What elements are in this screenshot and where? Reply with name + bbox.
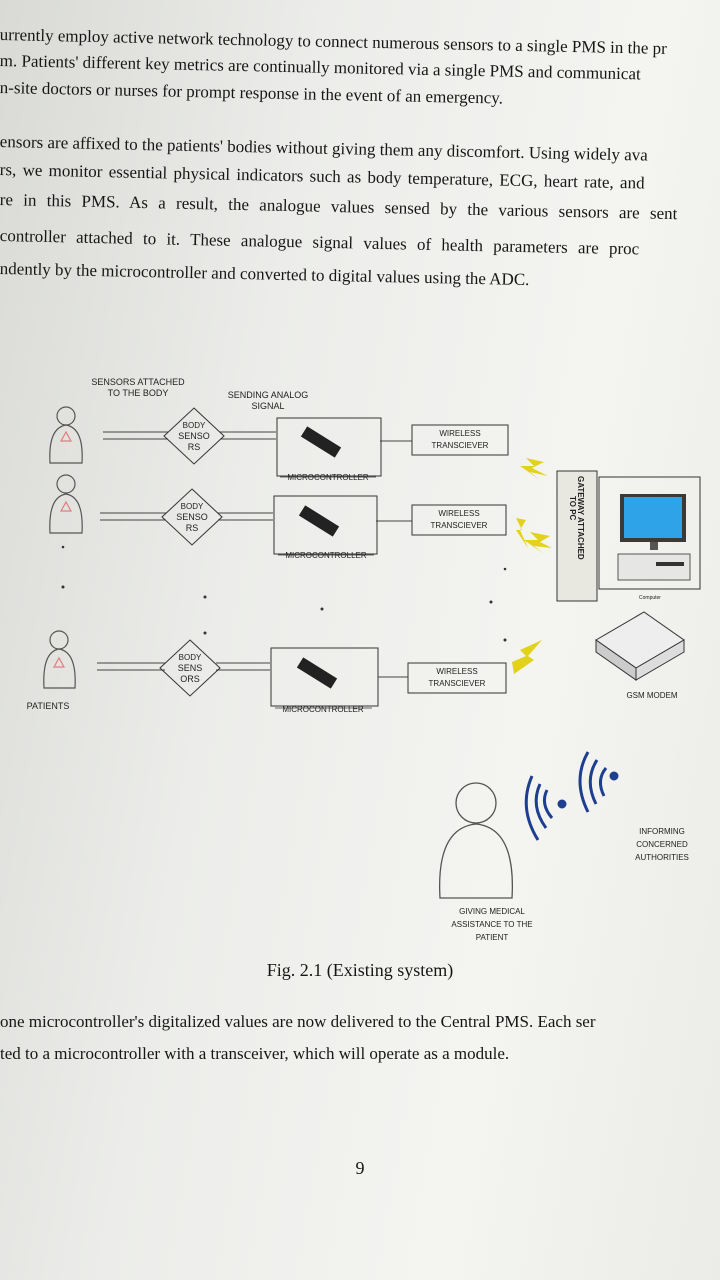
microcontroller: MICROCONTROLLER — [276, 417, 382, 482]
signal-link — [100, 512, 412, 522]
sensors-attached-label-1: SENSORS ATTACHED — [91, 377, 185, 387]
gateway: GATEWAY ATTACHED TO PC — [556, 470, 598, 602]
ellipsis-dots — [61, 545, 507, 642]
sending-analog-label-1: SENDING ANALOG — [228, 390, 309, 400]
text-line: ndently by the microcontroller and conve… — [0, 259, 530, 290]
svg-text:WIRELESS: WIRELESS — [436, 667, 477, 676]
informing-label-2: CONCERNED — [636, 840, 688, 849]
svg-text:RS: RS — [188, 442, 201, 452]
giving-label-3: PATIENT — [476, 933, 509, 942]
svg-text:TRANSCIEVER: TRANSCIEVER — [431, 521, 488, 530]
microcontroller: MICROCONTROLLER — [273, 495, 378, 560]
svg-text:SENSO: SENSO — [178, 431, 210, 441]
svg-text:Computer: Computer — [639, 595, 661, 601]
wifi-signal-icon — [578, 751, 619, 813]
lightning-icon — [520, 458, 548, 480]
svg-text:MICROCONTROLLER: MICROCONTROLLER — [287, 473, 369, 482]
svg-text:WIRELESS: WIRELESS — [438, 509, 479, 518]
svg-text:MICROCONTROLLER: MICROCONTROLLER — [285, 551, 367, 560]
figure-caption: Fig. 2.1 (Existing system) — [266, 960, 454, 980]
computer-icon: Computer — [598, 476, 701, 601]
text-line: rs, we monitor essential physical indica… — [0, 160, 645, 193]
wireless-transceiver: WIRELESS TRANSCIEVER — [411, 504, 507, 536]
lightning-icon — [516, 518, 528, 548]
lightning-icon — [524, 532, 552, 554]
sensors-attached-label-2: TO THE BODY — [108, 388, 169, 398]
gsm-modem-icon — [595, 611, 685, 681]
body-sensors: BODY SENSO RS — [163, 407, 225, 465]
system-diagram: SENSORS ATTACHED TO THE BODY SENDING ANA… — [27, 377, 701, 942]
informing-label-3: AUTHORITIES — [635, 853, 689, 862]
svg-text:SENS: SENS — [178, 663, 203, 673]
text-line: re in this PMS. As a result, the analogu… — [0, 190, 678, 224]
page-number: 9 — [355, 1158, 365, 1178]
svg-text:BODY: BODY — [183, 421, 206, 430]
gsm-modem-label: GSM MODEM — [626, 691, 677, 700]
lightning-icon — [512, 640, 542, 674]
svg-text:ORS: ORS — [180, 674, 200, 684]
svg-text:TRANSCIEVER: TRANSCIEVER — [432, 441, 489, 450]
svg-text:TO PC: TO PC — [568, 496, 577, 521]
patient-icon — [49, 406, 83, 464]
svg-text:RS: RS — [186, 523, 199, 533]
sending-analog-label-2: SIGNAL — [251, 401, 284, 411]
wireless-transceiver: WIRELESS TRANSCIEVER — [411, 424, 509, 456]
svg-text:GATEWAY ATTACHED: GATEWAY ATTACHED — [576, 476, 585, 560]
text-line: ted to a microcontroller with a transcei… — [0, 1044, 510, 1063]
patients-label: PATIENTS — [27, 701, 70, 711]
wifi-signal-icon — [524, 775, 567, 841]
signal-link — [103, 431, 412, 442]
microcontroller: MICROCONTROLLER — [270, 647, 379, 714]
svg-text:TRANSCIEVER: TRANSCIEVER — [429, 679, 486, 688]
body-sensors: BODY SENSO RS — [161, 488, 223, 546]
wireless-transceiver: WIRELESS TRANSCIEVER — [407, 662, 507, 694]
text-line: controller attached to it. These analogu… — [0, 226, 640, 259]
signal-link — [97, 662, 408, 678]
doctor-icon — [438, 782, 514, 899]
svg-text:SENSO: SENSO — [176, 512, 208, 522]
patient-icon — [49, 474, 83, 534]
svg-text:MICROCONTROLLER: MICROCONTROLLER — [282, 705, 364, 714]
informing-label-1: INFORMING — [639, 827, 685, 836]
text-line: one microcontroller's digitalized values… — [0, 1012, 596, 1031]
giving-label-1: GIVING MEDICAL — [459, 907, 525, 916]
svg-text:WIRELESS: WIRELESS — [439, 429, 480, 438]
giving-label-2: ASSISTANCE TO THE — [451, 920, 532, 929]
svg-text:BODY: BODY — [179, 653, 202, 662]
svg-text:BODY: BODY — [181, 502, 204, 511]
body-sensors: BODY SENS ORS — [159, 639, 221, 697]
patient-icon — [43, 630, 76, 689]
